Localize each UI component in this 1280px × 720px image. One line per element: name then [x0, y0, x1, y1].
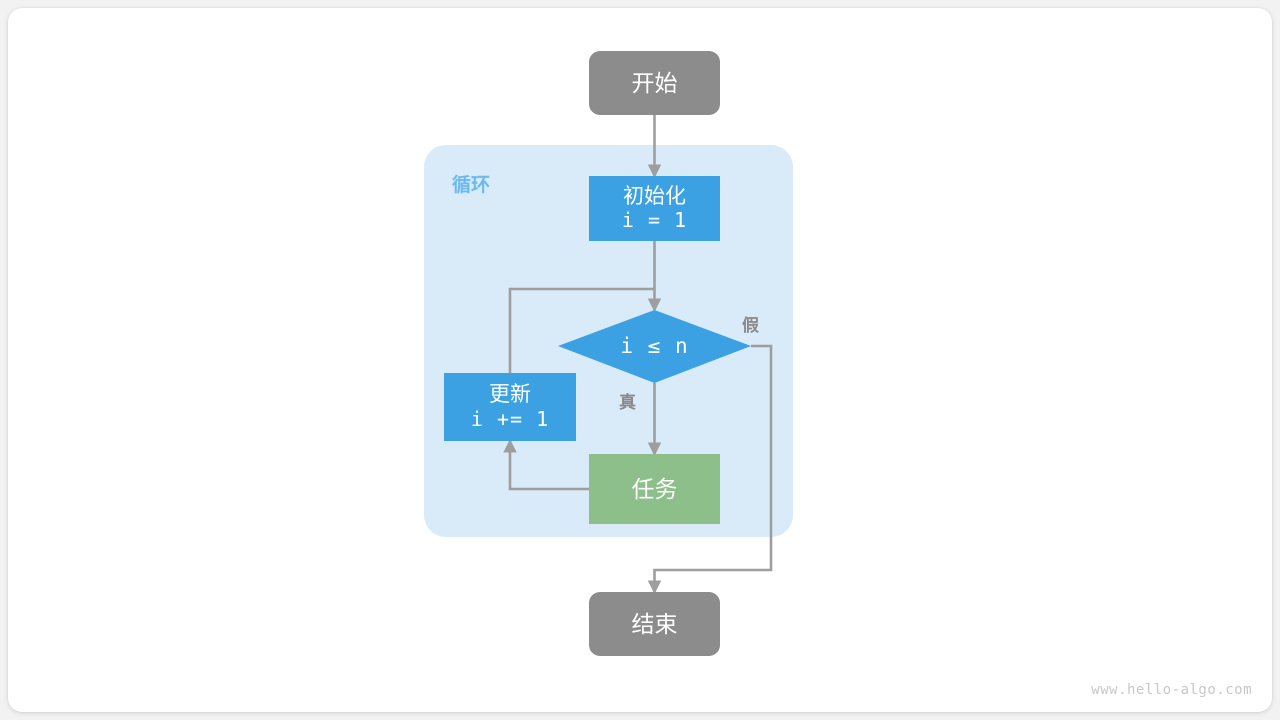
loop-group-label: 循环 — [452, 175, 491, 196]
edge-label-false: 假 — [742, 316, 759, 335]
watermark: www.hello-algo.com — [1091, 682, 1252, 698]
edge-label-true: 真 — [619, 393, 636, 412]
edge-update-to-condition — [508, 287, 655, 373]
node-end-shape[interactable] — [589, 592, 720, 656]
edge-condition-false-to-end — [647, 344, 773, 595]
node-start-shape[interactable] — [589, 51, 720, 115]
node-task-shape[interactable] — [589, 454, 720, 524]
node-update-shape[interactable] — [444, 373, 576, 441]
node-init-shape[interactable] — [589, 176, 720, 241]
node-condition-shape[interactable] — [558, 310, 751, 383]
edge-task-to-update — [503, 438, 589, 491]
